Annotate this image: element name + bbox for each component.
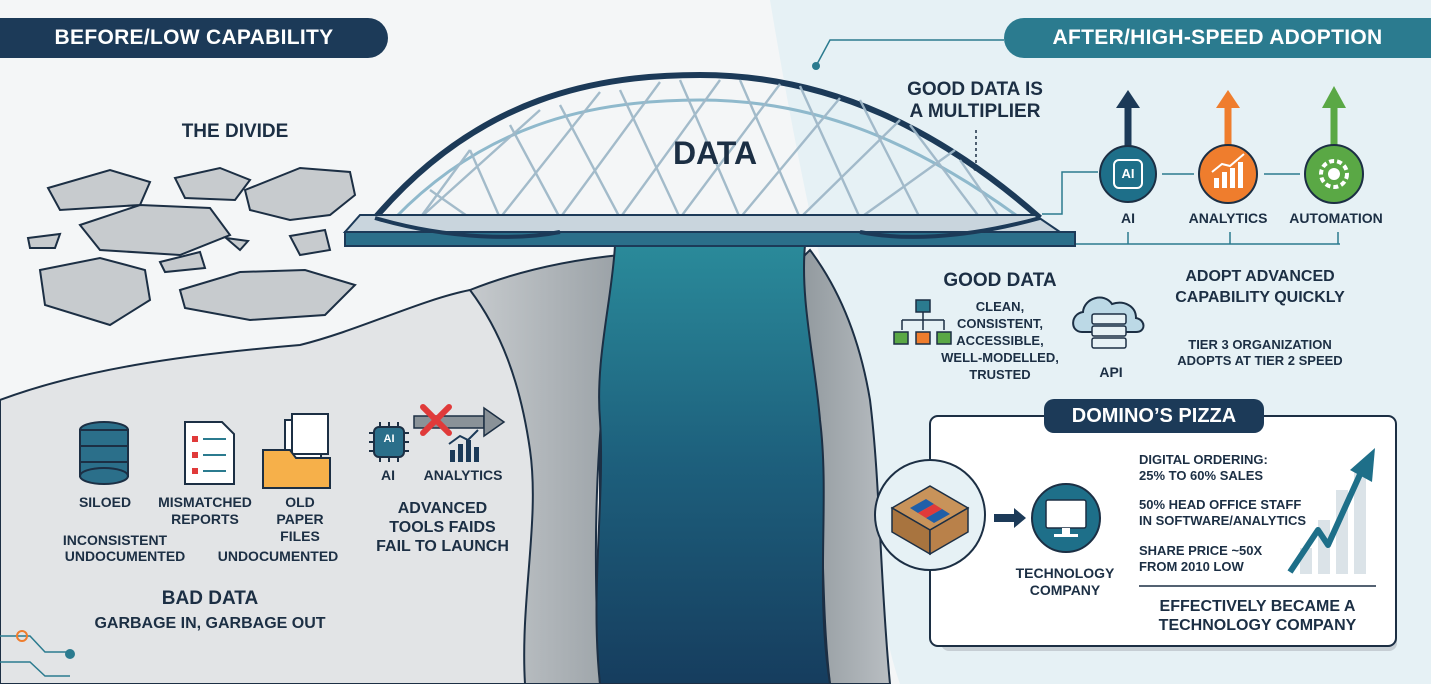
bad-data-title: BAD DATA [161,588,259,609]
after-banner: AFTER/HIGH-SPEED ADOPTION [1004,18,1431,58]
arrow-right-icon [994,508,1026,528]
bar-chart-icon [448,429,479,462]
rising-arrow-icon [1287,448,1375,574]
folder-files-icon [262,413,331,489]
api-label: API [1099,364,1123,380]
stat2-line2: IN SOFTWARE/ANALYTICS [1139,513,1307,528]
capability-analytics-icon [1198,90,1258,204]
siloed-label: SILOED [78,494,132,510]
good-data-trait-1: CLEAN, [975,299,1025,314]
failed-analytics-label: ANALYTICS [423,467,503,483]
river-chasm [595,244,832,684]
fail-text-line2: TOOLS FAIDS [389,519,496,536]
report-checklist-icon [184,421,235,485]
fail-text-line1: ADVANCED [397,500,488,517]
good-data-trait-4: WELL-MODELLED, [941,350,1059,365]
before-banner: BEFORE/LOW CAPABILITY [0,18,388,58]
connector-lines [0,39,1340,677]
technology-company-line1: TECHNOLOGY [1015,565,1115,581]
stat1-line1: DIGITAL ORDERING: [1139,452,1268,467]
multiplier-line1: GOOD DATA IS [907,79,1043,100]
good-data-title: GOOD DATA [943,270,1057,291]
red-x-icon [420,404,452,436]
tier-line2: ADOPTS AT TIER 2 SPEED [1177,353,1343,368]
fail-text-line3: FAIL TO LAUNCH [376,538,509,555]
ai-chip-label: AI [383,433,395,445]
good-data-trait-3: ACCESSIBLE, [956,333,1044,348]
failed-ai-label: AI [381,467,395,483]
cloud-server-icon [1072,296,1145,349]
undocumented-label-2: UNDOCUMENTED [217,548,339,564]
capability-analytics-label: ANALYTICS [1188,210,1268,226]
capability-automation-icon [1304,86,1364,204]
bridge-data-label: DATA [672,135,758,171]
stat3-line2: FROM 2010 LOW [1139,559,1244,574]
good-data-trait-2: CONSISTENT, [957,316,1043,331]
adopt-line1: ADOPT ADVANCED [1185,268,1335,285]
computer-monitor-icon [1031,483,1101,553]
ai-chip-icon [369,422,409,462]
divide-title: THE DIVIDE [181,121,289,142]
stat1-line2: 25% TO 60% SALES [1139,468,1264,483]
bad-data-subtitle: GARBAGE IN, GARBAGE OUT [94,615,326,632]
dominos-title: DOMINO’S PIZZA [1044,399,1264,433]
conclusion-line1: EFFECTIVELY BECAME A [1159,598,1356,615]
paper-label: PAPER [276,511,324,527]
hierarchy-icon [893,299,952,345]
pizza-box-icon [874,459,986,571]
adopt-line2: CAPABILITY QUICKLY [1175,289,1345,306]
divide-islands [26,166,357,327]
reports-label: REPORTS [171,511,239,527]
good-data-trait-5: TRUSTED [969,367,1031,382]
capability-ai-label: AI [1121,210,1135,226]
tier-line1: TIER 3 ORGANIZATION [1188,337,1332,352]
mismatched-label: MISMATCHED [158,494,252,510]
data-bridge [342,71,1076,247]
capability-automation-label: AUTOMATION [1289,210,1383,226]
files-label: FILES [280,528,320,544]
inconsistent-label: INCONSISTENT [62,532,168,548]
technology-company-line2: COMPANY [1029,582,1101,598]
multiplier-line2: A MULTIPLIER [909,101,1041,122]
undocumented-label-1: UNDOCUMENTED [64,548,186,564]
stat2-line1: 50% HEAD OFFICE STAFF [1139,497,1302,512]
stat3-line1: SHARE PRICE ~50X [1139,543,1263,558]
database-icon [79,421,129,485]
capability-ai-icon [1099,90,1157,203]
conclusion-line2: TECHNOLOGY COMPANY [1158,617,1357,634]
capability-ai-chip-label: AI [1121,166,1135,181]
old-label: OLD [285,494,315,510]
